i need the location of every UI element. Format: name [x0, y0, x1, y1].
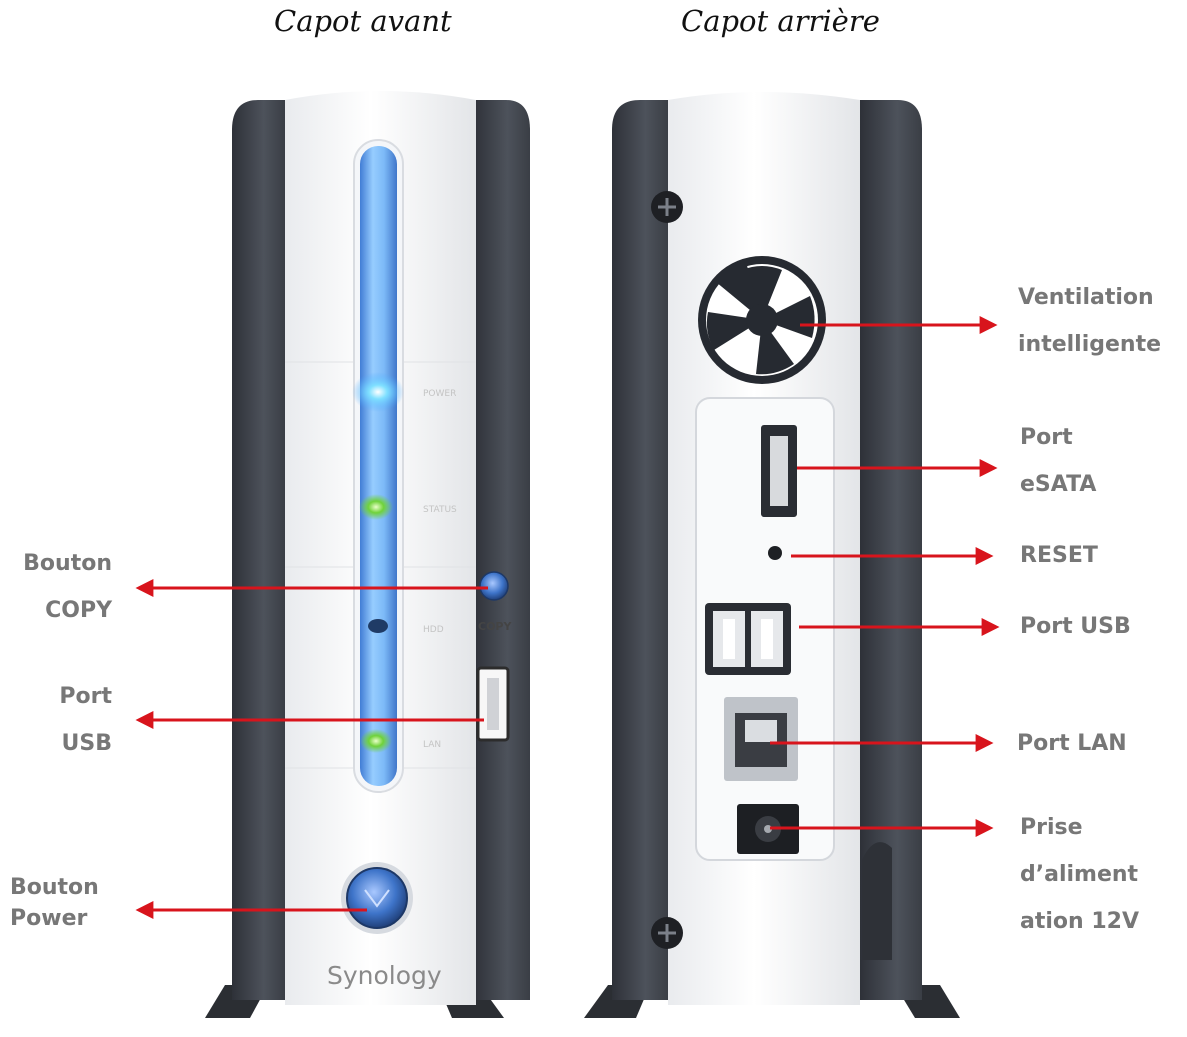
copy-button-icon: [479, 571, 509, 601]
brand-logo: Synology: [327, 961, 442, 990]
led-label-power: POWER: [423, 389, 456, 399]
front-unit: POWER STATUS HDD LAN COPY Synology: [205, 91, 530, 1018]
power-jack-label: Prise d’aliment ation 12V: [1020, 815, 1139, 934]
power-button-label: Bouton Power: [10, 875, 99, 931]
callout-arrows: [135, 316, 1000, 919]
esata-label: Port eSATA: [1020, 425, 1097, 497]
front-heading: Capot avant: [274, 4, 452, 38]
fan-label: Ventilation intelligente: [1018, 285, 1162, 357]
power-jack-icon: [737, 804, 799, 854]
rear-usb-label: Port USB: [1020, 614, 1131, 639]
hdd-led-icon: [368, 619, 388, 633]
reset-hole-icon: [768, 546, 782, 560]
esata-port-icon: [761, 425, 797, 517]
reset-label: RESET: [1020, 543, 1098, 568]
power-led-icon: [352, 372, 404, 412]
rear-usb-ports-icon: [705, 603, 791, 675]
led-label-lan: LAN: [423, 740, 441, 750]
copy-button-print: COPY: [478, 620, 512, 633]
lan-port-icon: [724, 697, 798, 781]
screw-icon: [651, 917, 683, 949]
led-label-hdd: HDD: [423, 625, 444, 635]
lan-led-icon: [360, 729, 392, 753]
front-usb-label: Port USB: [59, 684, 112, 756]
lan-label: Port LAN: [1017, 731, 1127, 756]
led-label-status: STATUS: [423, 505, 457, 515]
status-led-icon: [359, 494, 393, 520]
fan-icon: [698, 256, 826, 384]
power-button-icon: [346, 867, 408, 929]
screw-icon: [651, 191, 683, 223]
copy-button-label: Bouton COPY: [23, 551, 112, 623]
rear-heading: Capot arrière: [681, 4, 880, 38]
